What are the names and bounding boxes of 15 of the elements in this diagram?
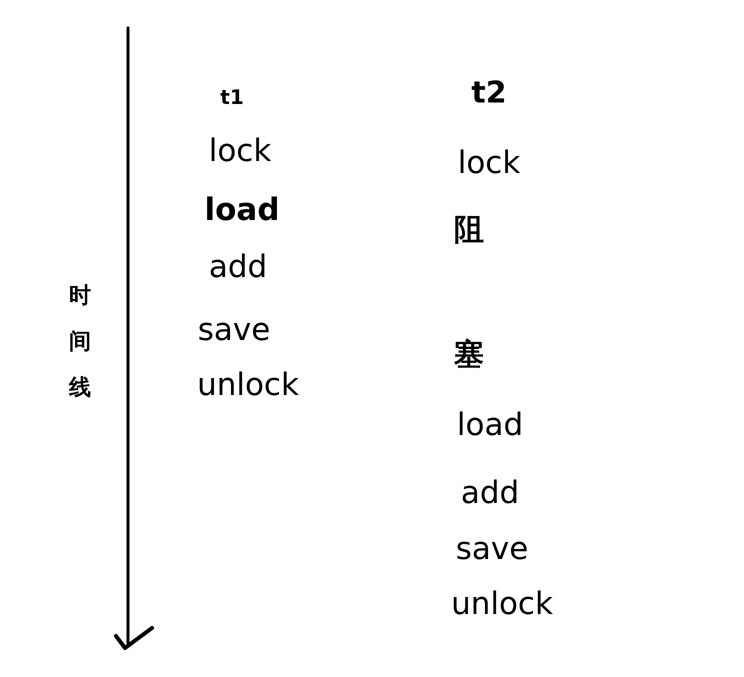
step-label: load [204, 190, 280, 230]
step-label: 阻 [454, 212, 484, 250]
step-label: unlock [197, 366, 299, 405]
step-label: t2 [471, 74, 507, 112]
step-label: save [198, 310, 270, 350]
step-label: t1 [220, 84, 244, 111]
step-label: unlock [451, 584, 553, 624]
step-label: save [456, 530, 528, 569]
step-label: lock [208, 132, 272, 171]
axis-label: 时间线 [69, 282, 91, 404]
step-label: load [456, 406, 524, 445]
step-label: lock [458, 144, 520, 183]
step-label: add [208, 248, 268, 287]
step-label: add [460, 474, 520, 513]
step-label: 塞 [454, 336, 484, 374]
